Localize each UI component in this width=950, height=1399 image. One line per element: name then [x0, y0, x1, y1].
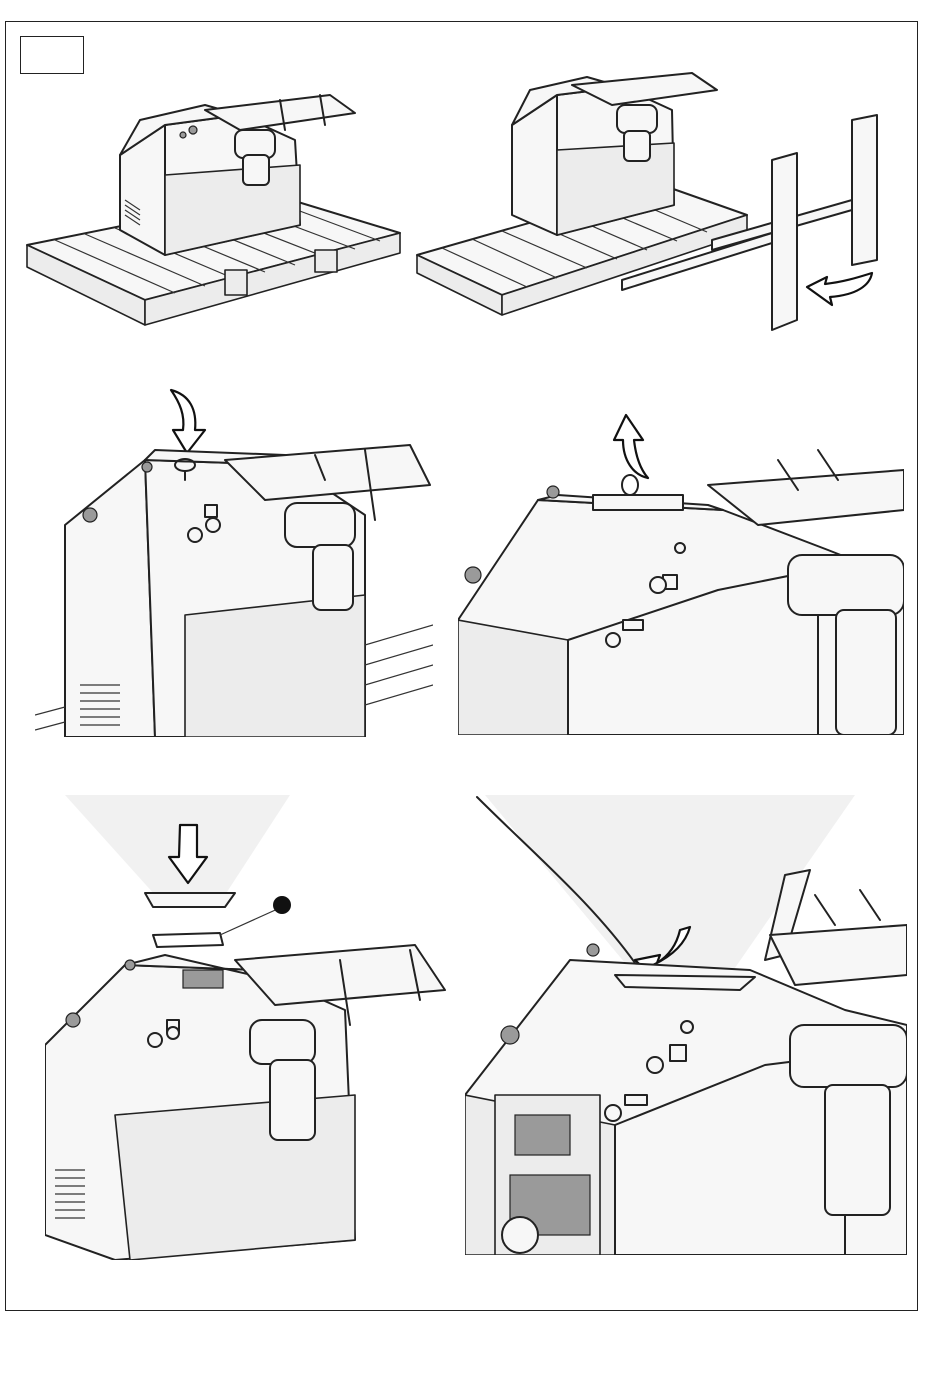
illustration-machine-on-pallet [25, 85, 410, 330]
illustration-hopper-install [45, 795, 450, 1260]
callout-dot-icon [273, 896, 291, 914]
illustration-forklift-lift [412, 65, 892, 340]
illustration-eyebolt-insert [35, 385, 433, 737]
arrow-curved-left-icon [807, 273, 872, 305]
arrow-up-icon [614, 415, 648, 478]
arrow-down-icon [171, 390, 205, 453]
figure-label-box [20, 36, 84, 74]
illustration-eyebolt-remove [458, 410, 904, 735]
illustration-hopper-mounted [465, 795, 907, 1255]
